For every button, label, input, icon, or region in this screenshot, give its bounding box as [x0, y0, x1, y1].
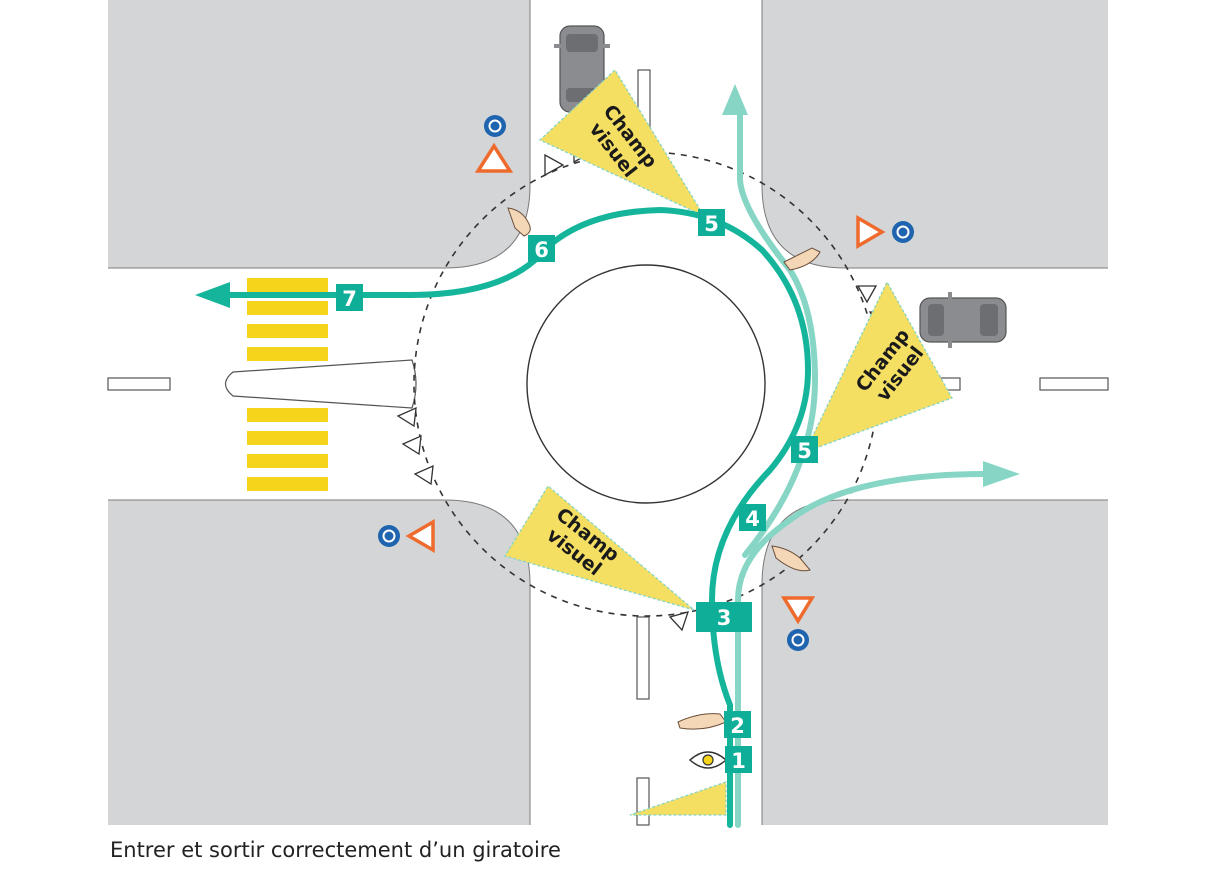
- block-top-right: [762, 0, 1108, 268]
- svg-text:7: 7: [342, 287, 357, 311]
- block-bottom-left: [108, 500, 530, 825]
- step-marker-4: 4: [739, 504, 766, 531]
- splitter-island: [224, 359, 417, 409]
- car-top: [554, 25, 610, 113]
- fov-cone-bottom-left: [503, 485, 695, 611]
- svg-text:3: 3: [717, 606, 732, 630]
- svg-text:5: 5: [797, 439, 812, 463]
- central-island: [526, 264, 766, 504]
- path-east-exit: [735, 471, 988, 828]
- step-marker-6: 6: [528, 235, 555, 262]
- svg-text:6: 6: [534, 238, 549, 262]
- figure-caption: Entrer et sortir correctement d’un girat…: [110, 838, 561, 862]
- hand-icon: [677, 713, 727, 730]
- yield-triangle-icon: [405, 518, 435, 554]
- lane-dash-bottom-2: [636, 777, 650, 826]
- hand-icon: [507, 207, 531, 237]
- roundabout-sign-icon: [892, 221, 914, 243]
- step-marker-7: 7: [336, 284, 363, 311]
- hand-icon: [771, 545, 811, 572]
- fov-cone-entry: [629, 781, 727, 816]
- car-right: [919, 292, 1007, 348]
- hand-icons: [507, 207, 821, 730]
- field-of-view-cones: [503, 68, 953, 816]
- yield-triangle-icon: [780, 596, 816, 625]
- svg-text:2: 2: [730, 714, 745, 738]
- yield-warning-triangle-icon: [474, 142, 514, 173]
- lane-dash-left: [107, 377, 171, 391]
- fov-cone-right: [803, 280, 953, 454]
- yield-triangle-icon: [856, 214, 886, 250]
- step-marker-2: 2: [724, 711, 751, 738]
- step-markers: 1 2 3 4 5 5 6 7: [336, 209, 818, 773]
- hand-icon: [783, 247, 821, 271]
- step-marker-3: 3: [696, 602, 752, 632]
- fov-cone-top: [538, 68, 706, 218]
- step-marker-1: 1: [725, 746, 752, 773]
- roundabout-sign-icon: [484, 115, 506, 137]
- lane-dash-bottom: [636, 616, 650, 700]
- block-top-left: [108, 0, 530, 268]
- svg-text:1: 1: [731, 749, 746, 773]
- block-bottom-right: [762, 500, 1108, 825]
- city-blocks: [108, 0, 1108, 825]
- roundabout-sign-icon: [787, 629, 809, 651]
- arrow-west: [195, 282, 230, 308]
- step-marker-5-top: 5: [698, 209, 725, 236]
- svg-text:5: 5: [704, 212, 719, 236]
- crosswalk: [247, 278, 328, 491]
- step-marker-5-right: 5: [791, 436, 818, 463]
- eye-icon: [688, 751, 728, 769]
- lane-dash-right: [1039, 377, 1109, 391]
- arrow-north: [722, 84, 748, 115]
- svg-text:4: 4: [745, 507, 760, 531]
- arrow-east: [983, 461, 1020, 487]
- path-north-exit: [737, 109, 819, 558]
- roundabout-sign-icon: [378, 525, 400, 547]
